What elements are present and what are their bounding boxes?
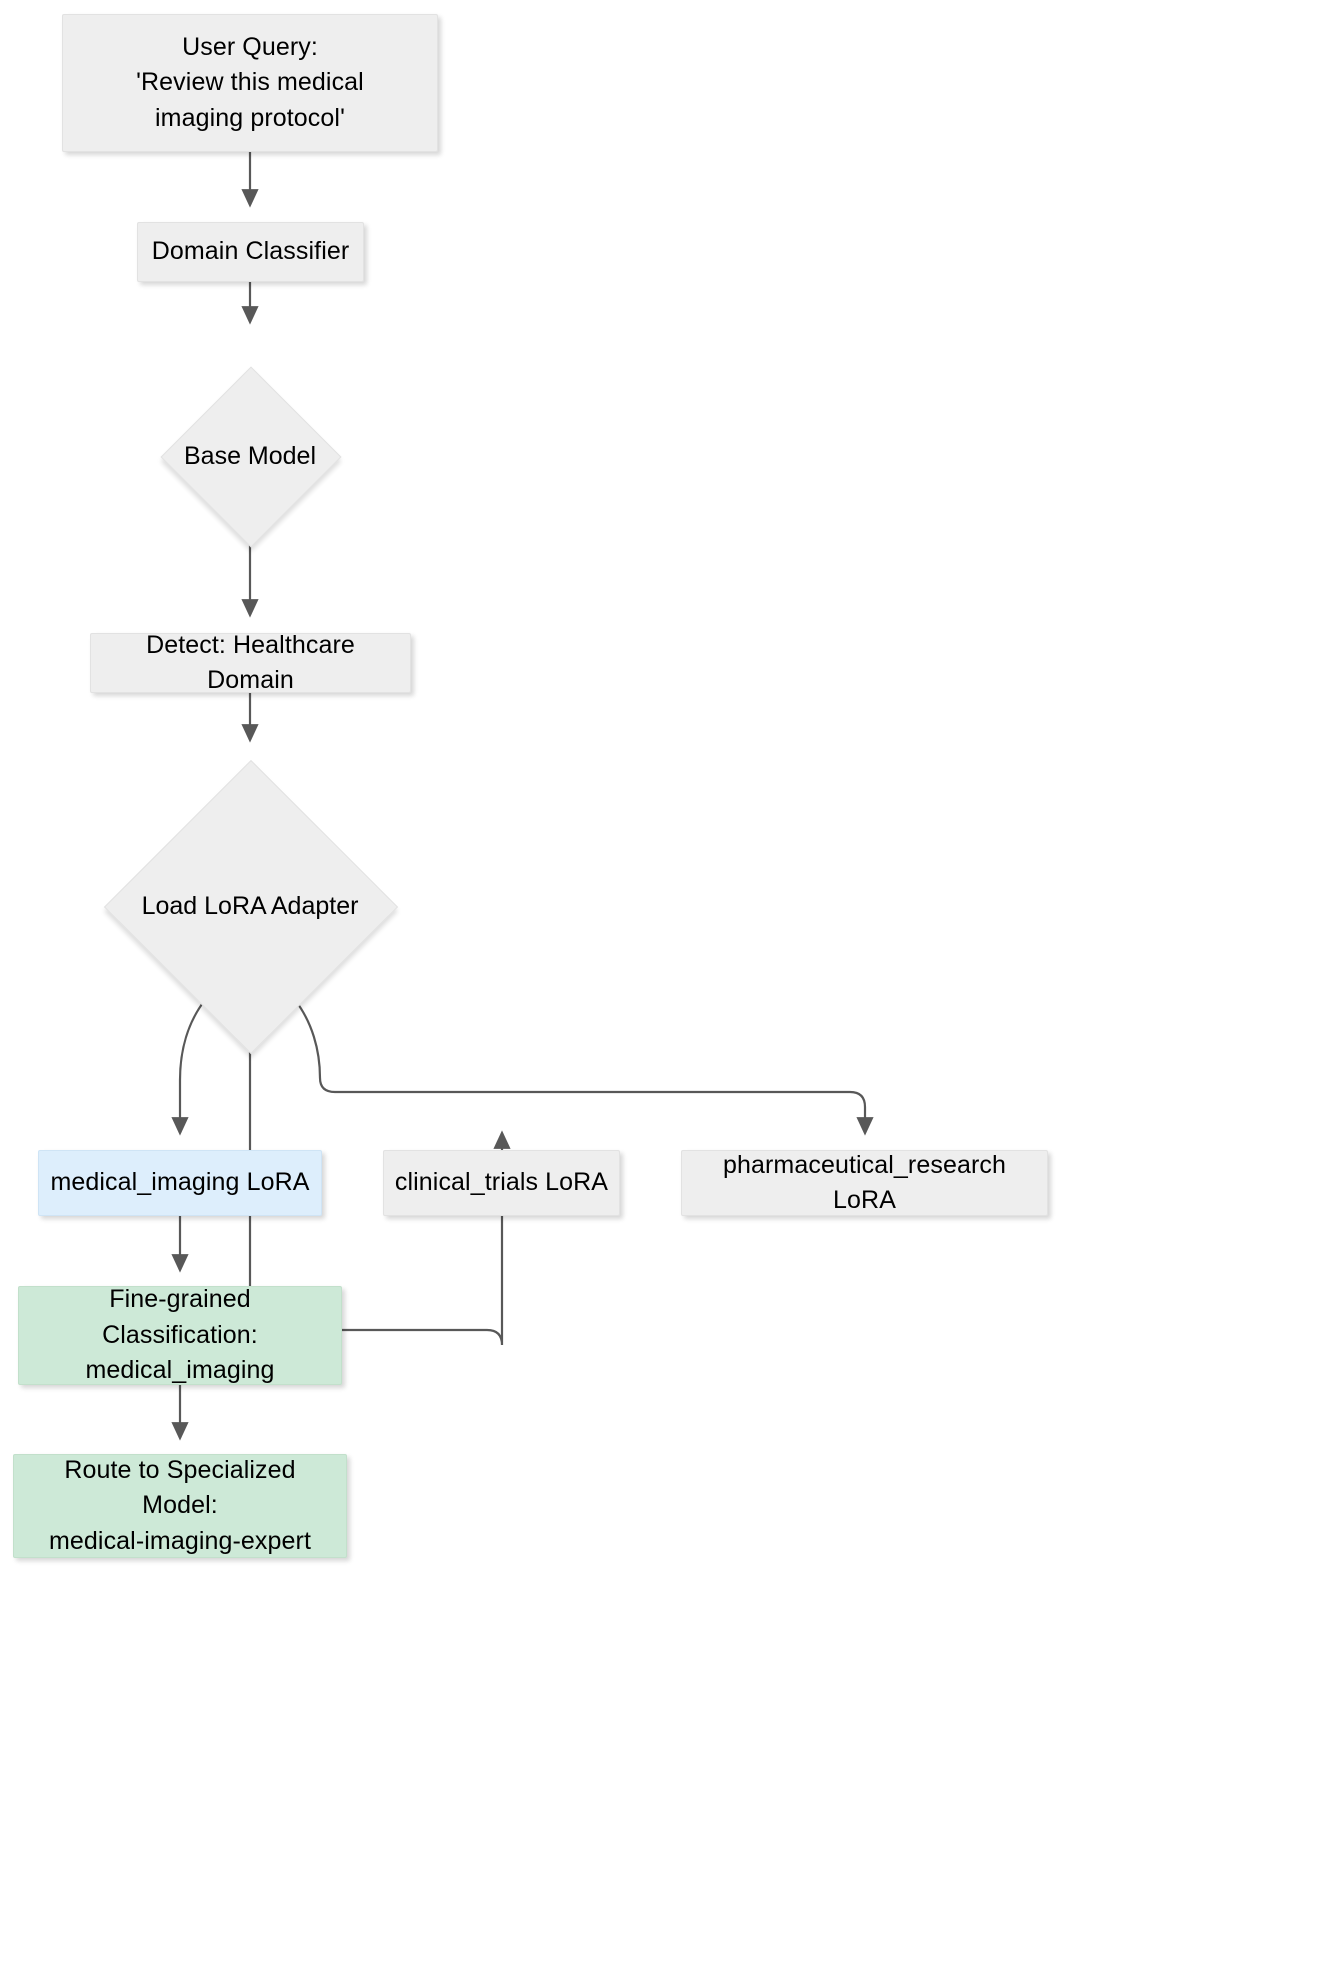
node-detect-healthcare-domain[interactable]: Detect: Healthcare Domain [90,631,411,694]
edge-load-lora-to-pharmaceutical-research [294,999,874,1136]
node-domain-classifier[interactable]: Domain Classifier [137,222,364,282]
node-pharmaceutical-research-lora[interactable]: pharmaceutical_research LoRA [681,1150,1048,1216]
node-route-to-specialized-model[interactable]: Route to Specialized Model: medical-imag… [13,1454,347,1558]
node-medical-imaging-lora[interactable]: medical_imaging LoRA [38,1150,322,1216]
node-fine-grained-classification-label: Fine-grained Classification: medical_ima… [85,1285,275,1385]
node-pharmaceutical-research-lora-label: pharmaceutical_research LoRA [722,1150,1006,1215]
node-load-lora-adapter-label: Load LoRA Adapter [141,891,359,920]
node-clinical-trials-lora-label: clinical_trials LoRA [394,1168,609,1197]
node-user-query-label: User Query: 'Review this medical imaging… [136,32,364,132]
edge-load-lora-to-medical-imaging [171,999,206,1136]
node-fine-grained-classification[interactable]: Fine-grained Classification: medical_ima… [18,1285,342,1385]
node-route-to-specialized-model-label: Route to Specialized Model: medical-imag… [48,1455,312,1555]
node-detect-healthcare-domain-label: Detect: Healthcare Domain [146,630,355,695]
node-base-model-label: Base Model [183,441,317,470]
node-domain-classifier-label: Domain Classifier [151,237,350,266]
node-load-lora-adapter[interactable]: Load LoRA Adapter [103,759,399,1055]
node-medical-imaging-lora-label: medical_imaging LoRA [50,1168,310,1197]
node-clinical-trials-lora[interactable]: clinical_trials LoRA [383,1150,620,1216]
node-user-query[interactable]: User Query: 'Review this medical imaging… [62,14,438,152]
node-base-model[interactable]: Base Model [160,366,342,548]
